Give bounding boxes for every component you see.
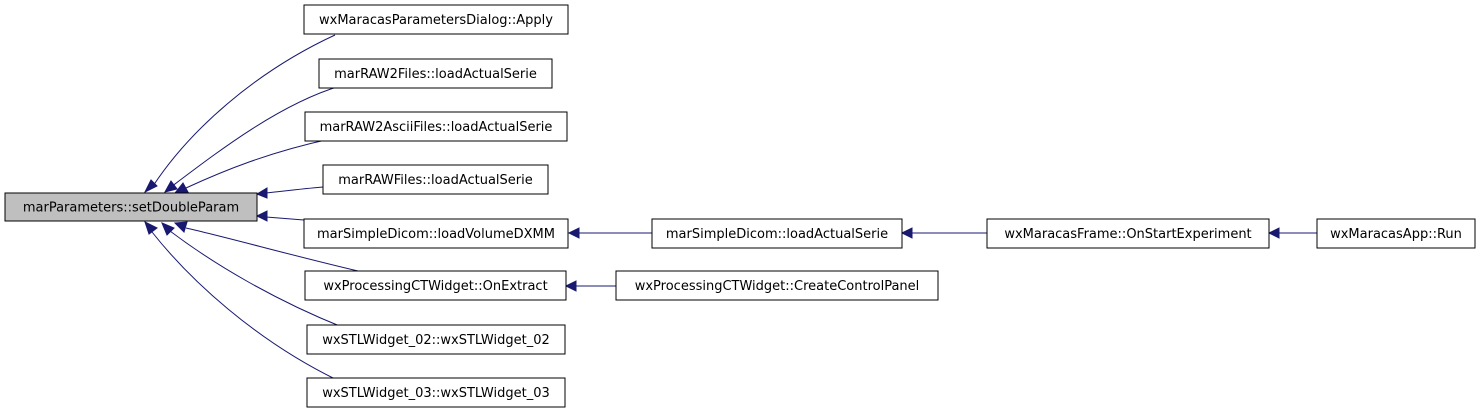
edge-volumedxmm-to-setdoubleparam (265, 216, 305, 221)
edge-arrowhead (564, 280, 577, 292)
node-label: wxMaracasParametersDialog::Apply (319, 13, 553, 28)
node-label: wxSTLWidget_03::wxSTLWidget_03 (322, 386, 550, 401)
node-processingctwidget-createcontrolpanel[interactable]: wxProcessingCTWidget::CreateControlPanel (615, 270, 939, 301)
node-label: marSimpleDicom::loadVolumeDXMM (317, 227, 555, 242)
edge-arrowhead (255, 187, 268, 199)
node-label: marRAW2AsciiFiles::loadActualSerie (320, 120, 553, 135)
edge-arrowhead (900, 227, 913, 239)
node-label: wxProcessingCTWidget::OnExtract (323, 279, 547, 294)
node-label: wxMaracasApp::Run (1330, 227, 1462, 242)
edge-apply-to-setdoubleparam (152, 34, 336, 187)
edge-arrowhead (143, 179, 158, 194)
node-parameters-dialog-apply[interactable]: wxMaracasParametersDialog::Apply (303, 4, 569, 35)
graph-edges (143, 34, 1317, 381)
node-simpledicom-loadactualserie[interactable]: marSimpleDicom::loadActualSerie (651, 218, 903, 249)
edge-arrowhead (567, 227, 580, 239)
node-label: marParameters::setDoubleParam (23, 201, 239, 216)
node-rawfiles-loadactualserie[interactable]: marRAWFiles::loadActualSerie (322, 164, 549, 195)
edge-arrowhead (173, 221, 188, 233)
edge-arrowhead (161, 222, 175, 236)
node-stlwidget02-constructor[interactable]: wxSTLWidget_02::wxSTLWidget_02 (306, 324, 566, 355)
node-label: marRAW2Files::loadActualSerie (334, 67, 537, 82)
edge-arrowhead (144, 221, 158, 235)
edge-stl03-to-setdoubleparam (151, 231, 338, 381)
node-label: marRAWFiles::loadActualSerie (338, 173, 533, 188)
edge-arrowhead (255, 210, 268, 222)
node-raw2files-loadactualserie[interactable]: marRAW2Files::loadActualSerie (318, 58, 553, 89)
node-label: wxProcessingCTWidget::CreateControlPanel (635, 279, 920, 294)
edge-raw2ascii-to-setdoubleparam (185, 138, 331, 189)
node-processingctwidget-onextract[interactable]: wxProcessingCTWidget::OnExtract (304, 270, 567, 301)
edge-rawfiles-to-setdoubleparam (265, 186, 324, 194)
edge-arrowhead (164, 180, 178, 193)
node-stlwidget03-constructor[interactable]: wxSTLWidget_03::wxSTLWidget_03 (306, 377, 566, 408)
node-label: wxSTLWidget_02::wxSTLWidget_02 (322, 333, 550, 348)
edge-raw2files-to-setdoubleparam (170, 85, 341, 188)
node-simpledicom-loadvolumedxmm[interactable]: marSimpleDicom::loadVolumeDXMM (303, 218, 569, 249)
node-maracasframe-onstartexperiment[interactable]: wxMaracasFrame::OnStartExperiment (986, 218, 1270, 249)
node-setdoubleparam[interactable]: marParameters::setDoubleParam (4, 192, 258, 222)
edge-stl02-to-setdoubleparam (169, 230, 343, 328)
node-label: marSimpleDicom::loadActualSerie (666, 227, 888, 242)
edge-arrowhead (1267, 227, 1280, 239)
node-raw2asciifiles-loadactualserie[interactable]: marRAW2AsciiFiles::loadActualSerie (304, 111, 568, 142)
edge-onextract-to-setdoubleparam (185, 227, 359, 272)
node-maracasapp-run[interactable]: wxMaracasApp::Run (1316, 218, 1476, 249)
edge-arrowhead (173, 182, 189, 194)
node-label: wxMaracasFrame::OnStartExperiment (1004, 227, 1251, 242)
